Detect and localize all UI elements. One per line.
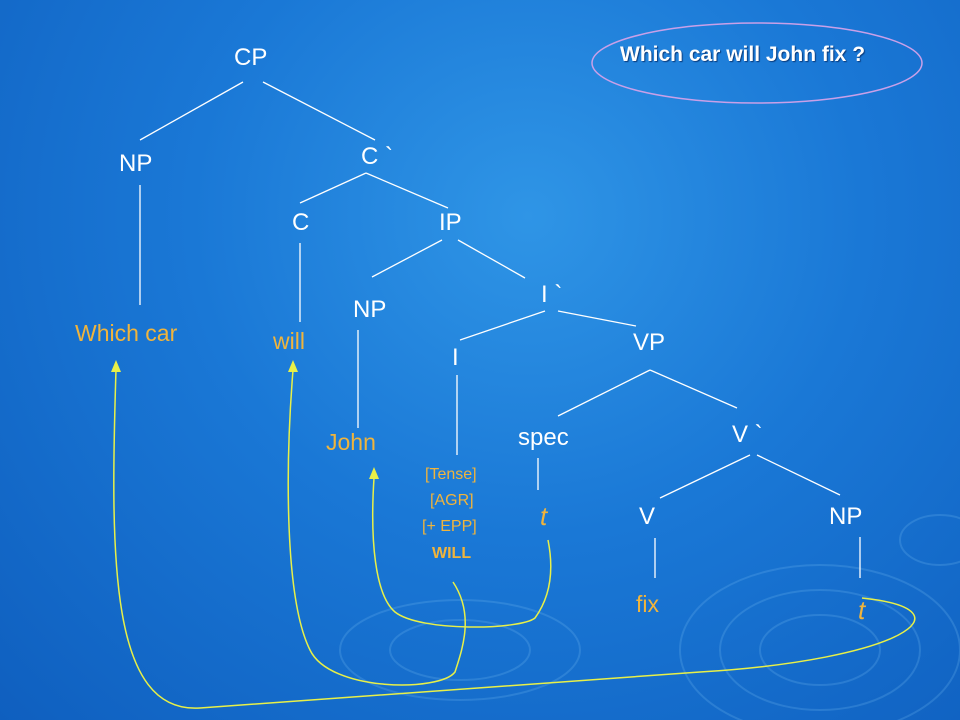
branch-cp-np <box>139 81 244 141</box>
node-c-bar: C ` <box>361 143 393 170</box>
feature-epp: [+ EPP] <box>422 518 477 535</box>
word-john: John <box>326 429 376 455</box>
word-will: will <box>273 328 305 354</box>
word-fix: fix <box>636 591 659 617</box>
node-vp: VP <box>633 329 666 356</box>
branch-cbar-ip <box>365 172 449 209</box>
branch-ibar-vp <box>557 310 637 327</box>
feature-will: WILL <box>432 545 472 562</box>
node-np-object: NP <box>829 503 863 530</box>
arrow-object-to-specCP <box>113 369 916 709</box>
node-v: V <box>639 503 656 530</box>
node-ip: IP <box>439 209 462 236</box>
arrow-spec-to-subject <box>372 477 552 628</box>
arrowheads <box>111 360 379 479</box>
feature-agr: [AGR] <box>430 492 474 509</box>
arrowhead-john <box>369 467 379 479</box>
tree-branches <box>139 81 861 578</box>
node-cp: CP <box>234 44 268 71</box>
movement-arrows <box>113 369 916 709</box>
feature-tense: [Tense] <box>425 466 477 483</box>
title-ellipse <box>591 22 923 104</box>
branch-ip-np <box>371 239 443 278</box>
branch-cp-cbar <box>262 81 376 141</box>
arrowhead-will <box>288 360 298 372</box>
word-which-car: Which car <box>75 320 178 346</box>
branch-cbar-c <box>299 172 367 204</box>
node-i-bar: I ` <box>541 281 563 308</box>
ripple-decoration <box>339 514 960 720</box>
node-spec: spec <box>518 424 569 451</box>
branch-vp-vbar <box>649 369 738 409</box>
arrowhead-which-car <box>111 360 121 372</box>
branch-vbar-np <box>756 454 841 496</box>
trace-object: t <box>858 595 866 625</box>
node-v-bar: V ` <box>732 421 763 448</box>
node-c: C <box>292 209 310 236</box>
branch-vp-spec <box>557 369 651 417</box>
arrow-will-to-C <box>287 369 466 686</box>
node-np-subject: NP <box>353 296 387 323</box>
branch-vbar-v <box>659 454 751 499</box>
sentence-title: Which car will John fix ? <box>620 43 866 66</box>
node-i: I <box>452 344 459 371</box>
trace-spec: t <box>540 501 548 531</box>
branch-ibar-i <box>459 310 546 341</box>
branch-ip-ibar <box>457 239 526 279</box>
node-np-spec: NP <box>119 150 153 177</box>
